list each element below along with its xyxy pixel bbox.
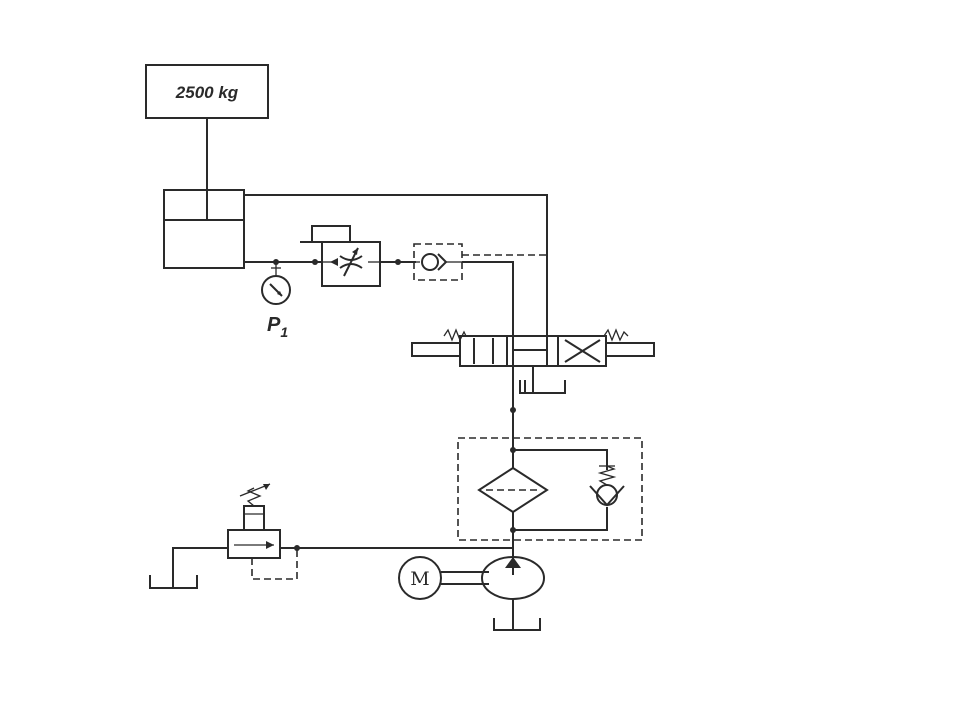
valve-tank (524, 380, 566, 394)
filter-assembly (457, 437, 643, 541)
pressure-gauge: P1 (261, 262, 291, 340)
hydraulic-cylinder (163, 189, 245, 269)
motor-label: M (410, 568, 429, 590)
pump-tank (493, 618, 541, 631)
directional-valve (411, 328, 655, 367)
load-mass-label: 2500 kg (175, 83, 239, 102)
throttle-valve (300, 225, 381, 287)
hydraulic-pump (481, 556, 545, 600)
relief-tank (149, 575, 198, 589)
cylinder-top-line (244, 194, 548, 345)
valve-tank-line (519, 366, 534, 394)
pressure-gauge-label: P1 (267, 314, 288, 340)
pressure-relief-valve (172, 483, 298, 588)
check-to-valve-line (462, 261, 514, 345)
coupling-shaft (441, 571, 489, 585)
throttle-drain (311, 225, 351, 242)
bypass-check-valve (596, 484, 618, 506)
electric-motor: M (398, 556, 442, 600)
load-mass: 2500 kg (145, 64, 269, 119)
